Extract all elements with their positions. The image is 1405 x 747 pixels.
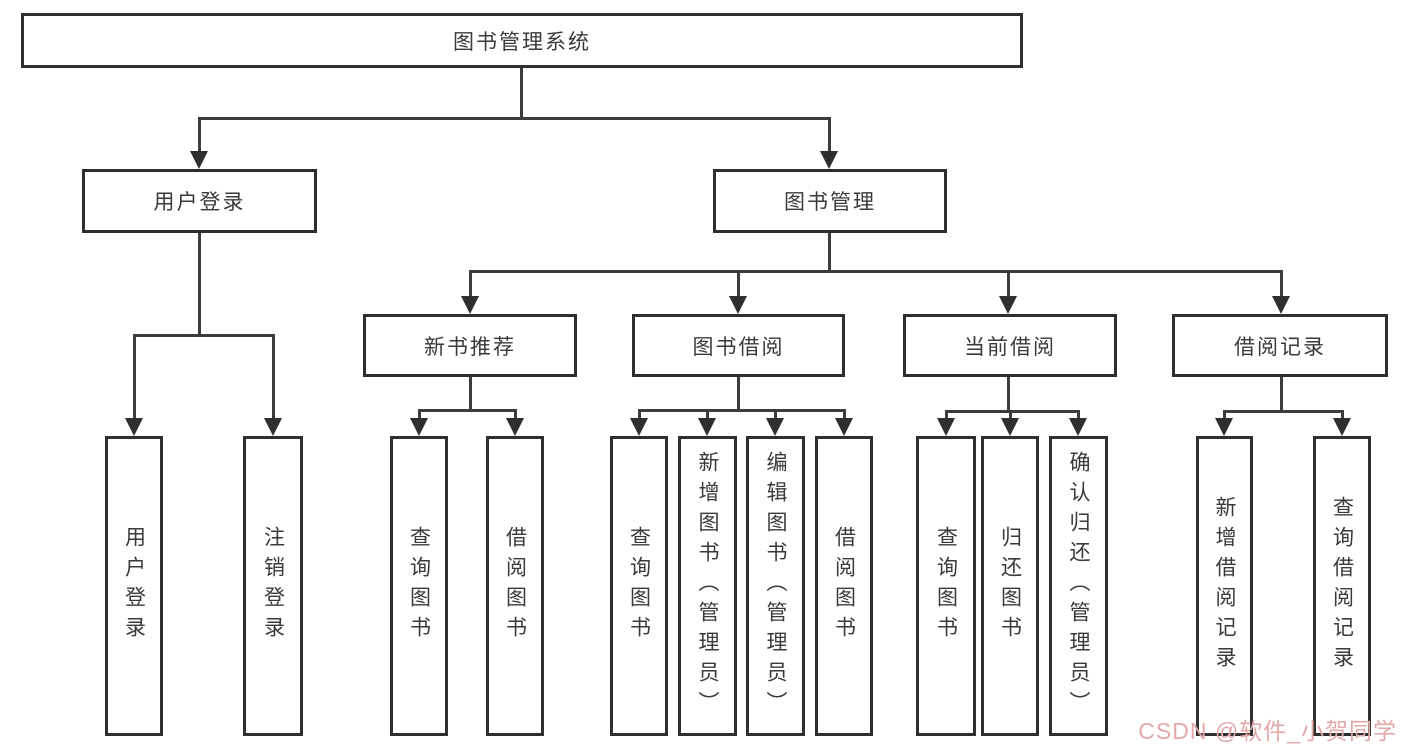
connector: [514, 409, 517, 421]
arrowhead-down-icon: [820, 151, 838, 169]
node-library-system-label: 图书管理系统: [453, 30, 591, 54]
connector: [638, 409, 641, 421]
connector: [737, 377, 740, 411]
leaf-return-books-label: 归还图书: [998, 526, 1022, 646]
leaf-add-books-admin-label: 新增图书（管理员）: [696, 451, 719, 721]
connector: [843, 409, 846, 421]
arrowhead-down-icon: [1069, 418, 1087, 436]
node-new-book-recommendation: 新书推荐: [363, 314, 577, 377]
connector: [198, 117, 830, 120]
arrowhead-down-icon: [835, 418, 853, 436]
node-user-login-label: 用户登录: [153, 191, 246, 214]
arrowhead-down-icon: [506, 418, 524, 436]
connector: [1341, 410, 1344, 421]
leaf-confirm-return-admin: 确认归还（管理员）: [1049, 436, 1108, 736]
arrowhead-down-icon: [999, 296, 1017, 314]
node-book-management-label: 图书管理: [784, 191, 876, 214]
connector: [1223, 410, 1226, 421]
leaf-logout-label: 注销登录: [261, 526, 285, 646]
leaf-borrow-books-recommend-label: 借阅图书: [503, 526, 527, 646]
arrowhead-down-icon: [410, 418, 428, 436]
leaf-query-books-borrowing-label: 查询图书: [627, 526, 651, 646]
connector: [1009, 410, 1012, 421]
connector: [737, 270, 740, 299]
leaf-add-books-admin: 新增图书（管理员）: [678, 436, 737, 736]
csdn-watermark: CSDN @软件_小贺同学: [1138, 718, 1397, 744]
arrowhead-down-icon: [1333, 418, 1351, 436]
connector: [198, 233, 201, 336]
connector: [774, 409, 777, 421]
leaf-query-books-recommend-label: 查询图书: [407, 526, 431, 646]
leaf-user-login: 用户登录: [105, 436, 163, 736]
connector: [945, 410, 1079, 413]
connector: [469, 270, 472, 299]
arrowhead-down-icon: [729, 296, 747, 314]
leaf-user-login-label: 用户登录: [122, 526, 146, 646]
connector: [198, 117, 201, 154]
arrowhead-down-icon: [190, 151, 208, 169]
leaf-query-borrow-record-label: 查询借阅记录: [1330, 496, 1354, 676]
connector: [1280, 270, 1283, 299]
leaf-add-borrow-record-label: 新增借阅记录: [1213, 496, 1236, 676]
connector: [1007, 377, 1010, 412]
node-book-management: 图书管理: [713, 169, 947, 233]
connector: [520, 68, 523, 118]
arrowhead-down-icon: [698, 418, 716, 436]
arrowhead-down-icon: [630, 418, 648, 436]
node-book-borrowing-label: 图书借阅: [692, 335, 785, 359]
node-book-borrowing: 图书借阅: [632, 314, 845, 377]
leaf-query-borrow-record: 查询借阅记录: [1313, 436, 1371, 736]
node-user-login: 用户登录: [82, 169, 317, 233]
leaf-confirm-return-admin-label: 确认归还（管理员）: [1067, 451, 1090, 721]
node-current-borrowing: 当前借阅: [903, 314, 1117, 377]
arrowhead-down-icon: [1001, 418, 1019, 436]
connector: [706, 409, 709, 421]
connector: [469, 377, 472, 411]
node-library-system: 图书管理系统: [21, 13, 1023, 68]
leaf-logout: 注销登录: [243, 436, 303, 736]
node-new-book-recommendation-label: 新书推荐: [424, 335, 516, 359]
leaf-borrow-books-borrowing-label: 借阅图书: [832, 526, 856, 646]
connector: [638, 409, 845, 412]
node-borrowing-records-label: 借阅记录: [1234, 335, 1326, 359]
arrowhead-down-icon: [264, 418, 282, 436]
connector: [828, 117, 831, 154]
leaf-query-books-current-label: 查询图书: [934, 526, 958, 646]
connector: [1223, 410, 1343, 413]
connector: [469, 270, 1282, 273]
connector: [418, 409, 421, 421]
connector: [1280, 377, 1283, 412]
arrowhead-down-icon: [1215, 418, 1233, 436]
leaf-return-books: 归还图书: [981, 436, 1039, 736]
connector: [828, 233, 831, 272]
leaf-edit-books-admin: 编辑图书（管理员）: [746, 436, 805, 736]
leaf-borrow-books-borrowing: 借阅图书: [815, 436, 873, 736]
leaf-query-books-current: 查询图书: [916, 436, 976, 736]
node-borrowing-records: 借阅记录: [1172, 314, 1388, 377]
arrowhead-down-icon: [461, 296, 479, 314]
leaf-edit-books-admin-label: 编辑图书（管理员）: [764, 451, 787, 721]
arrowhead-down-icon: [125, 418, 143, 436]
arrowhead-down-icon: [1272, 296, 1290, 314]
connector: [945, 410, 948, 421]
leaf-query-books-recommend: 查询图书: [390, 436, 448, 736]
connector: [418, 409, 516, 412]
leaf-borrow-books-recommend: 借阅图书: [486, 436, 544, 736]
connector: [133, 334, 136, 421]
node-current-borrowing-label: 当前借阅: [964, 335, 1056, 359]
arrowhead-down-icon: [766, 418, 784, 436]
connector: [272, 334, 275, 421]
leaf-query-books-borrowing: 查询图书: [610, 436, 668, 736]
connector: [1007, 270, 1010, 299]
arrowhead-down-icon: [937, 418, 955, 436]
connector: [1077, 410, 1080, 421]
connector: [133, 334, 274, 337]
leaf-add-borrow-record: 新增借阅记录: [1196, 436, 1253, 736]
